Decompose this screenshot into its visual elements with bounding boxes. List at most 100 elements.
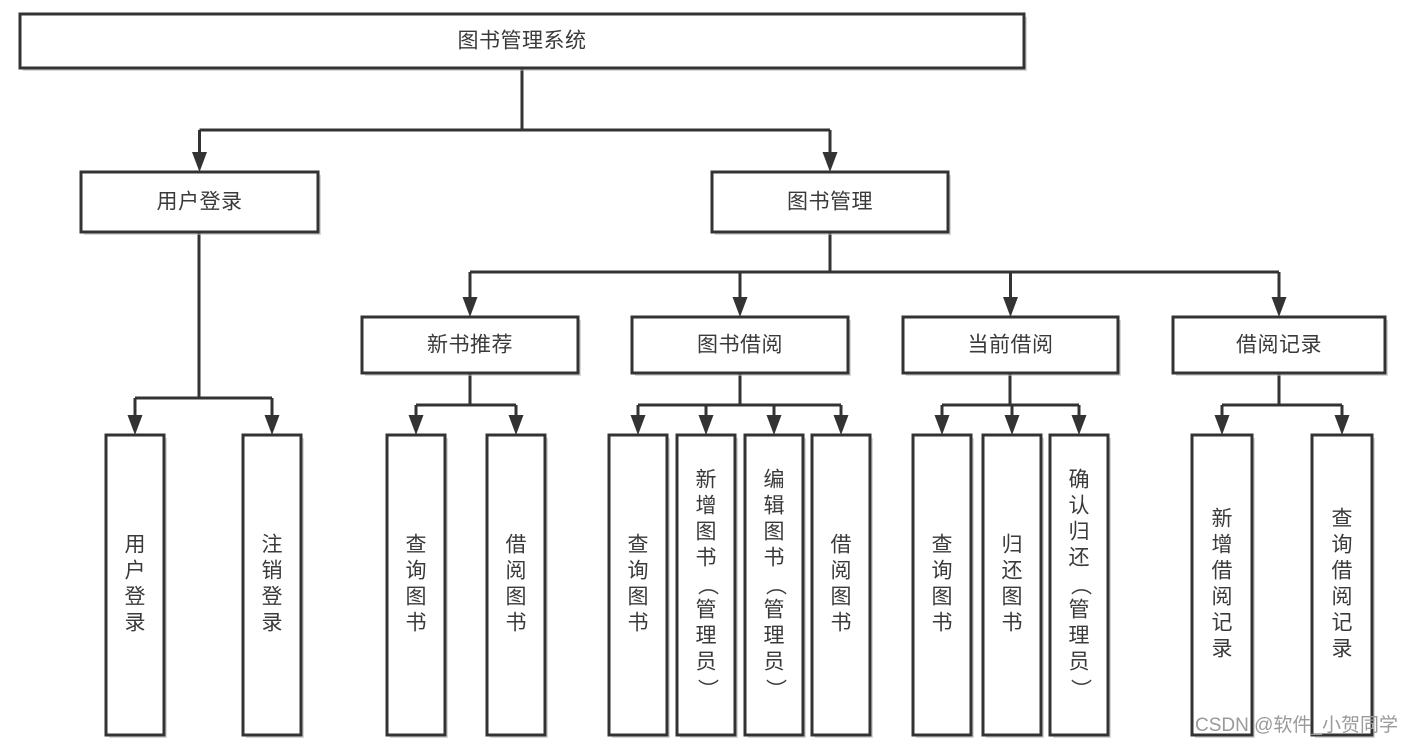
node-label-char: 管 xyxy=(696,599,717,622)
node-label-char: 销 xyxy=(262,560,283,583)
node-label-char: 图 xyxy=(932,586,953,609)
node-label-char: 辑 xyxy=(764,495,785,518)
connector-layer xyxy=(127,68,1350,435)
edge-group-book-manage xyxy=(462,270,1287,317)
arrow-head-leaf-borrow-book-2 xyxy=(833,415,849,435)
node-label: 图书借阅 xyxy=(697,334,783,357)
node-box[interactable] xyxy=(901,315,1120,375)
node-label-char: 借 xyxy=(831,534,852,557)
node-label: 用户登录 xyxy=(125,534,146,635)
node-box[interactable] xyxy=(104,433,166,737)
arrow-head-new-book-rec xyxy=(462,297,478,317)
edge-group-new-book-rec xyxy=(408,403,524,435)
node-label-char: 管 xyxy=(764,599,785,622)
node-label: 新书推荐 xyxy=(427,334,513,357)
node-label-char: 认 xyxy=(1069,495,1090,518)
node-label-char: 查 xyxy=(1332,508,1353,531)
node-current-borrow[interactable]: 当前借阅 xyxy=(901,315,1121,376)
node-label-char: 查 xyxy=(628,534,649,557)
arrow-head-leaf-query-book-2 xyxy=(630,415,646,435)
arrow-head-borrow-record xyxy=(1271,297,1287,317)
node-label-char: 用 xyxy=(125,534,146,557)
node-label-char: 书 xyxy=(1002,612,1023,635)
arrow-head-leaf-return-book xyxy=(1004,415,1020,435)
node-box[interactable] xyxy=(1310,433,1374,737)
node-label-char: 图 xyxy=(764,521,785,544)
node-box[interactable] xyxy=(743,433,805,737)
node-user-login[interactable]: 用户登录 xyxy=(79,170,321,235)
node-label-char: 查 xyxy=(406,534,427,557)
node-label-char: ） xyxy=(695,679,718,700)
node-label-char: 询 xyxy=(1332,534,1353,557)
node-box[interactable] xyxy=(810,433,872,737)
node-label-char: 理 xyxy=(696,625,717,648)
node-label-char: 员 xyxy=(764,651,785,674)
node-box[interactable] xyxy=(710,170,950,234)
node-label-char: 理 xyxy=(764,625,785,648)
node-label-char: 理 xyxy=(1069,625,1090,648)
node-new-book-rec[interactable]: 新书推荐 xyxy=(360,315,581,376)
arrow-head-current-borrow xyxy=(1003,297,1018,317)
node-box[interactable] xyxy=(1048,433,1110,737)
node-label: 借阅记录 xyxy=(1236,334,1322,357)
node-box[interactable] xyxy=(485,433,547,737)
node-label-char: 书 xyxy=(764,547,785,570)
node-box[interactable] xyxy=(607,433,669,737)
arrow-head-leaf-add-record xyxy=(1214,415,1230,435)
node-box[interactable] xyxy=(1171,315,1387,375)
node-box[interactable] xyxy=(385,433,447,737)
node-box[interactable] xyxy=(630,315,850,375)
node-label-char: （ xyxy=(695,575,718,596)
node-box[interactable] xyxy=(360,315,580,375)
node-box[interactable] xyxy=(241,433,303,737)
node-book-borrow[interactable]: 图书借阅 xyxy=(630,315,851,376)
edge-group-user-login xyxy=(127,396,280,435)
node-box[interactable] xyxy=(911,433,973,737)
node-label-char: 阅 xyxy=(1332,586,1353,609)
arrow-head-leaf-query-book-3 xyxy=(934,415,950,435)
node-label-char: 图 xyxy=(1002,586,1023,609)
node-label: 图书管理 xyxy=(787,191,873,214)
node-label-char: （ xyxy=(763,575,786,596)
node-root[interactable]: 图书管理系统 xyxy=(18,12,1027,71)
node-box[interactable] xyxy=(1190,433,1254,737)
arrow-head-book-borrow xyxy=(732,297,748,317)
node-layer: 图书管理系统用户登录图书管理新书推荐图书借阅当前借阅借阅记录用户登录注销登录查询… xyxy=(18,12,1388,738)
node-label-char: 阅 xyxy=(506,560,527,583)
node-label-char: 录 xyxy=(1332,638,1353,661)
node-label-char: 登 xyxy=(262,586,283,609)
node-box[interactable] xyxy=(18,12,1026,70)
edge-group-current-borrow xyxy=(934,403,1087,435)
arrow-head-leaf-confirm-return xyxy=(1071,415,1087,435)
node-label-char: 询 xyxy=(406,560,427,583)
node-label-char: 增 xyxy=(1212,534,1233,557)
node-box[interactable] xyxy=(79,170,320,234)
node-book-manage[interactable]: 图书管理 xyxy=(710,170,951,235)
node-box[interactable] xyxy=(675,433,737,737)
node-label-char: 户 xyxy=(125,560,146,583)
node-borrow-record[interactable]: 借阅记录 xyxy=(1171,315,1388,376)
node-box[interactable] xyxy=(981,433,1043,737)
node-leaf-user-login[interactable]: 用户登录 xyxy=(104,433,167,738)
node-label-char: 图 xyxy=(506,586,527,609)
node-label-char: 记 xyxy=(1332,612,1353,635)
node-label-char: （ xyxy=(1068,575,1091,596)
